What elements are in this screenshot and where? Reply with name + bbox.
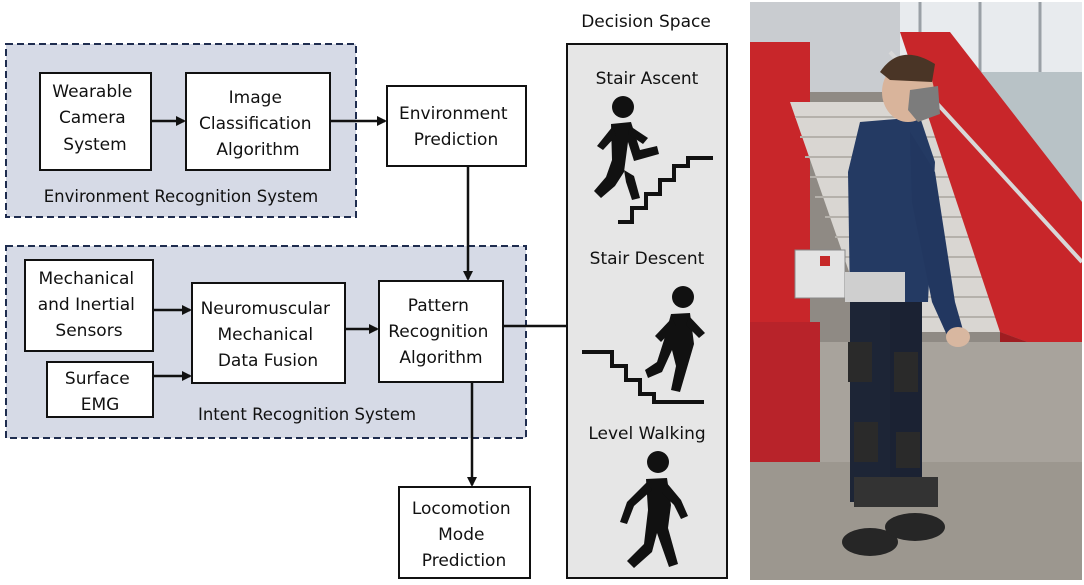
wearable-camera-line: Camera: [59, 108, 126, 128]
locomotion-prediction-line: Prediction: [422, 551, 506, 571]
mechanical-sensors-line: and Inertial: [38, 295, 135, 315]
mode-label-stair-descent: Stair Descent: [590, 249, 705, 269]
surface-emg-line: Surface: [65, 369, 130, 389]
stair-descent-icon: [582, 286, 705, 404]
mechanical-sensors-box: [24, 259, 154, 352]
decision-space-panel: [566, 43, 728, 579]
mechanical-sensors-line: Mechanical: [38, 269, 134, 289]
image-classification-line: Classification: [199, 114, 311, 134]
environment-prediction-line: Prediction: [414, 130, 498, 150]
svg-text:Wearable Camera System: Wearable Camera System: [52, 82, 137, 155]
exoskeleton-photo: [750, 2, 1082, 580]
stair-ascent-icon: [594, 96, 713, 224]
svg-text:Neuromuscular Mechanical: Neuromuscular Mechanical Data Fusion: [201, 299, 336, 371]
pattern-recognition-line: Algorithm: [399, 348, 482, 368]
pattern-recognition-line: Pattern: [408, 296, 469, 316]
surface-emg-line: EMG: [81, 395, 120, 415]
image-classification-line: Algorithm: [216, 140, 299, 160]
decision-space-title: Decision Space: [581, 12, 711, 32]
intent-recognition-caption: Intent Recognition System: [198, 405, 416, 424]
locomotion-prediction-line: Mode: [438, 525, 484, 545]
system-diagram: Environment Recognition System Intent Re…: [5, 12, 728, 579]
surface-emg-box: [46, 361, 154, 418]
svg-text:Pattern Recognition Al: Pattern Recognition Algorithm: [388, 296, 494, 368]
pattern-recognition-box: [378, 280, 504, 383]
pattern-recognition-line: Recognition: [388, 322, 488, 342]
data-fusion-box: [191, 282, 346, 384]
svg-text:Surface EMG: Surface EMG: [65, 369, 135, 415]
data-fusion-line: Data Fusion: [218, 351, 318, 371]
environment-recognition-caption: Environment Recognition System: [44, 187, 319, 206]
mode-label-stair-ascent: Stair Ascent: [596, 69, 699, 89]
environment-prediction-box: [386, 85, 527, 167]
environment-prediction-line: Environment: [399, 104, 508, 124]
svg-text:Environment Prediction: Environment Prediction: [399, 104, 513, 150]
wearable-camera-line: Wearable: [52, 82, 132, 102]
svg-text:Image Classification A: Image Classification Algorithm: [199, 88, 317, 160]
image-classification-line: Image: [229, 88, 282, 108]
mechanical-sensors-line: Sensors: [55, 321, 122, 341]
wearable-camera-box: [39, 72, 152, 171]
data-fusion-line: Mechanical: [217, 325, 313, 345]
locomotion-prediction-line: Locomotion: [412, 499, 511, 519]
svg-text:Mechanical and Inertial: Mechanical and Inertial Sensors: [38, 269, 141, 341]
image-classification-box: [185, 72, 331, 171]
mode-label-level-walking: Level Walking: [588, 424, 705, 444]
svg-text:Locomotion Mode Predic: Locomotion Mode Prediction: [412, 499, 516, 571]
locomotion-prediction-box: [398, 486, 531, 579]
wearable-camera-line: System: [63, 135, 126, 155]
level-walking-icon: [620, 451, 688, 568]
data-fusion-line: Neuromuscular: [201, 299, 330, 319]
